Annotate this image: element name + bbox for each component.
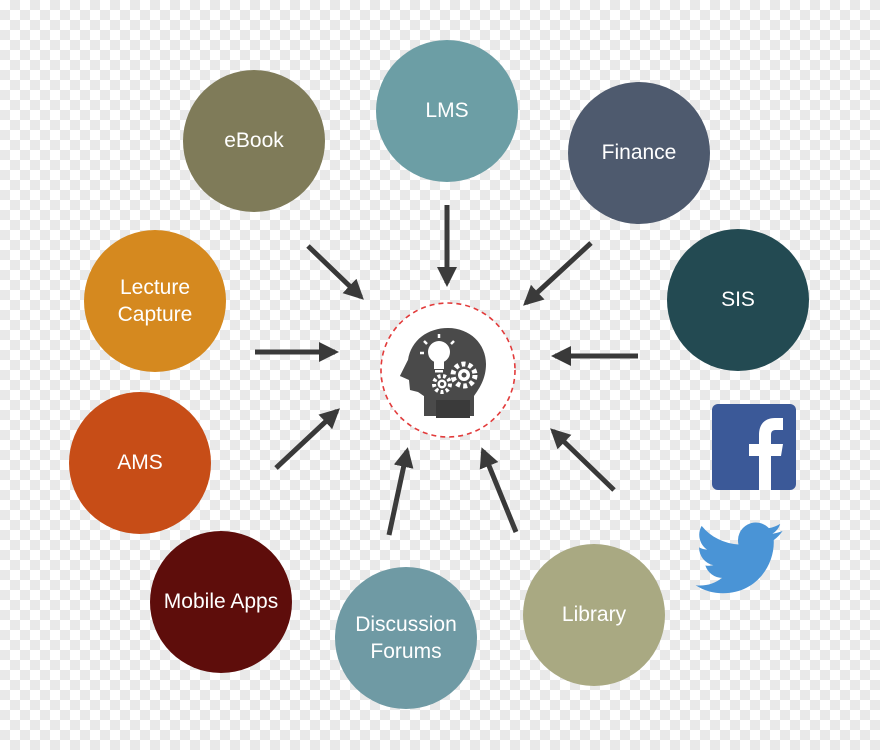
node-mobile-apps: Mobile Apps	[150, 531, 292, 673]
node-sis: SIS	[667, 229, 809, 371]
node-finance-label: Finance	[601, 141, 677, 165]
arrow-from-finance	[523, 241, 593, 306]
node-lecture-capture-label: Lecture Capture	[117, 275, 193, 326]
arrow-from-facebook-side	[550, 428, 616, 492]
node-discussion-forums: Discussion Forums	[335, 567, 477, 709]
node-sis-label: SIS	[721, 288, 755, 312]
node-lms-label: LMS	[425, 99, 469, 123]
twitter-icon	[687, 512, 789, 604]
node-finance: Finance	[568, 82, 710, 224]
arrow-from-ams	[274, 408, 340, 470]
head-gears-lightbulb-icon	[400, 328, 486, 418]
central-hub	[378, 300, 518, 440]
facebook-icon	[712, 404, 796, 490]
node-ebook: eBook	[183, 70, 325, 212]
node-lms: LMS	[376, 40, 518, 182]
arrow-from-discussion	[386, 447, 414, 536]
node-mobile-apps-label: Mobile Apps	[163, 590, 279, 614]
node-lecture-capture: Lecture Capture	[84, 230, 226, 372]
node-ams: AMS	[69, 392, 211, 534]
node-ebook-label: eBook	[224, 129, 284, 153]
node-ams-label: AMS	[117, 451, 163, 475]
arrow-from-library	[479, 447, 519, 533]
node-library-label: Library	[561, 603, 627, 627]
arrow-from-ebook	[306, 244, 364, 300]
node-library: Library	[523, 544, 665, 686]
node-discussion-forums-label: Discussion Forums	[355, 612, 457, 663]
